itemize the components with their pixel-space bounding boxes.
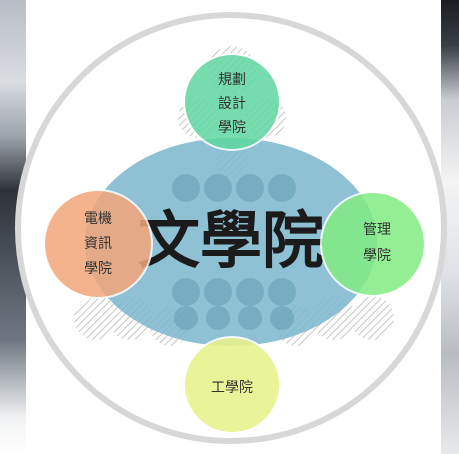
node-engineering-line-1: 工學院 (211, 380, 253, 396)
node-planning-line-3: 學院 (218, 120, 246, 136)
center-ellipse (85, 138, 377, 346)
node-eecs[interactable]: 電機 資訊 學院 (43, 189, 153, 299)
node-management-line-2: 學院 (363, 248, 391, 264)
node-planning-line-1: 規劃 (218, 72, 246, 88)
node-planning-line-2: 設計 (218, 96, 246, 112)
node-planning[interactable]: 規劃 設計 學院 (183, 53, 281, 151)
node-eecs-line-3: 學院 (84, 261, 112, 277)
center-title: 文學院 (138, 204, 324, 277)
node-management[interactable]: 管理 學院 (320, 191, 426, 297)
node-eecs-line-1: 電機 (84, 211, 112, 227)
center-dots (172, 174, 296, 330)
node-management-line-1: 管理 (363, 222, 391, 238)
node-engineering[interactable]: 工學院 (183, 336, 281, 434)
background-photo-right (441, 0, 459, 454)
node-eecs-line-2: 資訊 (84, 236, 112, 252)
